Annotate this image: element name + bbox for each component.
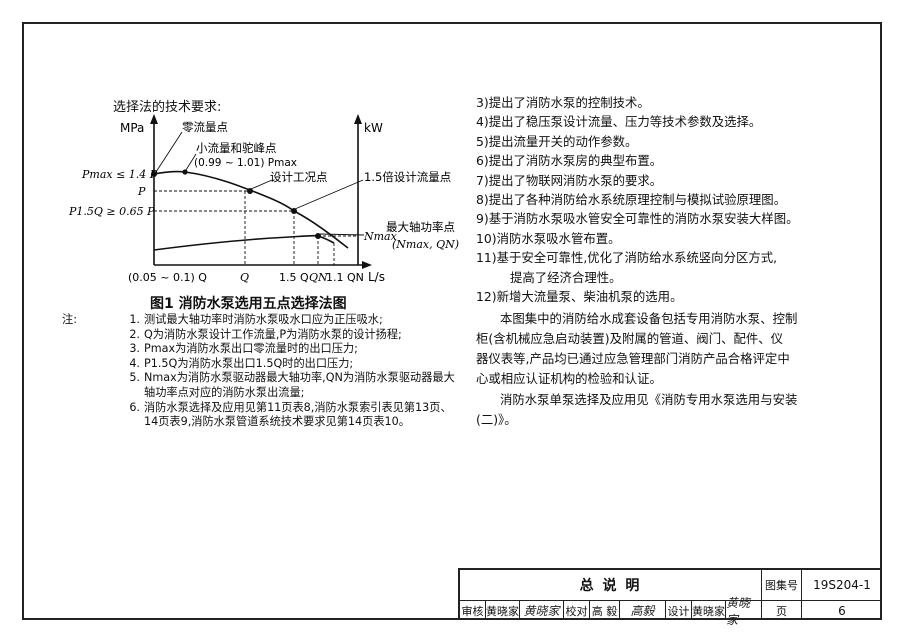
- note-number: 2.: [129, 327, 140, 341]
- review-label: 审核: [460, 601, 486, 620]
- note-number: 4.: [129, 356, 140, 370]
- note-line: 14页表9,消防水泵管道系统技术要求见第14页表10。: [144, 415, 410, 429]
- small-flow-point: [182, 169, 188, 175]
- drawing-frame: [22, 22, 882, 620]
- requirements-title: 选择法的技术要求:: [113, 100, 222, 115]
- note-number: 3.: [129, 342, 140, 356]
- note-3: 3. Pmax为消防水泵出口零流量时的出口压力;: [62, 342, 462, 357]
- note-5: 5. Nmax为消防水泵驱动器最大轴功率,QN为消防水泵驱动器最大 轴功率点对应…: [62, 371, 462, 400]
- paragraph-reference: 消防水泵单泵选择及应用见《消防专用水泵选用与安装 (二)》。: [476, 390, 797, 430]
- list-item: 7)提出了物联网消防水泵的要求。: [476, 172, 663, 188]
- note-2: 2. Q为消防水泵设计工作流量,P为消防水泵的设计扬程;: [62, 328, 462, 343]
- title-block: 总 说 明 图集号 19S204-1 审核 黄晓家 黄晓家 校对 高 毅 高毅 …: [458, 568, 882, 627]
- list-item: 10)消防水泵吸水管布置。: [476, 230, 621, 246]
- design-label: 设计: [666, 601, 692, 620]
- notes-label: 注:: [62, 313, 77, 326]
- y-axis-right-arrow-icon: [354, 114, 362, 124]
- list-item: 11)基于安全可靠性,优化了消防给水系统竖向分区方式,: [476, 250, 778, 266]
- list-item: 12)新增大流量泵、柴油机泵的选用。: [476, 288, 683, 304]
- max-shaft-point: [315, 233, 321, 239]
- note-6: 6. 消防水泵选择及应用见第11页表8,消防水泵索引表见第13页、 14页表9,…: [62, 401, 462, 430]
- list-item: 提高了经济合理性。: [510, 269, 622, 285]
- reviewer-signature: 黄晓家: [520, 601, 564, 620]
- x-axis-arrow-icon: [362, 261, 372, 269]
- annotation-small-flow-1: 小流量和驼峰点: [196, 141, 277, 155]
- list-item: 3)提出了消防水泵的控制技术。: [476, 95, 650, 110]
- leader-small-flow: [185, 153, 197, 171]
- note-number: 1.: [129, 313, 140, 326]
- paragraph-line: (二)》。: [476, 412, 517, 427]
- page-number: 6: [838, 603, 846, 618]
- page-label: 页: [762, 601, 802, 620]
- design-point: [247, 188, 253, 194]
- note-line: P1.5Q为消防水泵出口1.5Q时的出口压力;: [144, 356, 354, 370]
- x-tick-11qn: 1.1 QN: [326, 271, 364, 284]
- note-line: 测试最大轴功率时消防水泵吸水口应为正压吸水;: [144, 313, 383, 326]
- annotation-nmax: Nmax: [363, 230, 398, 243]
- label-p15: P1.5Q ≥ 0.65 P: [68, 205, 155, 218]
- y-axis-left-arrow-icon: [150, 114, 158, 124]
- paragraph-line: 本图集中的消防给水成套设备包括专用消防水泵、控制: [500, 311, 798, 326]
- note-1: 注: 1. 测试最大轴功率时消防水泵吸水口应为正压吸水;: [62, 313, 462, 328]
- x-tick-005q: (0.05 ~ 0.1) Q: [128, 271, 207, 284]
- note-line: Q为消防水泵设计工作流量,P为消防水泵的设计扬程;: [144, 327, 402, 341]
- paragraph-line: 消防水泵单泵选择及应用见《消防专用水泵选用与安装: [500, 392, 798, 407]
- annotation-zero-flow: 零流量点: [182, 120, 228, 134]
- list-item: 8)提出了各种消防给水系统原理控制与模拟试验原理图。: [476, 191, 787, 207]
- paragraph-line: 柜(含机械应急启动装置)及附属的管道、阀门、配件、仪: [476, 331, 784, 346]
- annotation-small-flow-2: (0.99 ~ 1.01) Pmax: [194, 157, 297, 169]
- checker-name: 高 毅: [590, 601, 620, 620]
- x-unit: L/s: [368, 270, 385, 284]
- note-line: 消防水泵选择及应用见第11页表8,消防水泵索引表见第13页、: [144, 400, 452, 414]
- list-item: 6)提出了消防水泵房的典型布置。: [476, 153, 663, 169]
- one-point-five-point: [291, 208, 297, 214]
- label-p: P: [137, 185, 146, 198]
- designer-signature: 黄晓家: [726, 596, 762, 627]
- notes: 注: 1. 测试最大轴功率时消防水泵吸水口应为正压吸水; 2. Q为消防水泵设计…: [62, 313, 462, 430]
- note-number: 6.: [129, 400, 140, 414]
- title-cell: 总 说 明: [460, 570, 762, 600]
- figure-caption: 图1 消防水泵选用五点选择法图: [150, 296, 347, 312]
- label-pmax: Pmax ≤ 1.4 P: [81, 168, 158, 181]
- list-item: 5)提出流量开关的动作参数。: [476, 133, 638, 149]
- reviewer-name: 黄晓家: [486, 601, 520, 620]
- x-tick-q: Q: [240, 271, 249, 284]
- list-item: 9)基于消防水泵吸水管安全可靠性的消防水泵安装大样图。: [476, 211, 799, 227]
- note-line: Pmax为消防水泵出口零流量时的出口压力;: [144, 342, 358, 356]
- zero-flow-point: [151, 171, 157, 177]
- x-tick-15q: 1.5 Q: [279, 271, 309, 284]
- note-4: 4. P1.5Q为消防水泵出口1.5Q时的出口压力;: [62, 357, 462, 372]
- note-number: 5.: [129, 371, 140, 385]
- atlas-label: 图集号: [762, 570, 802, 600]
- checker-signature: 高毅: [620, 601, 666, 620]
- annotation-max-shaft-2: (Nmax, QN): [392, 238, 459, 251]
- paragraph-equipment: 本图集中的消防给水成套设备包括专用消防水泵、控制 柜(含机械应急启动装置)及附属…: [476, 309, 797, 389]
- head-curve: [153, 170, 349, 249]
- power-curve: [153, 234, 335, 251]
- y-left-unit: MPa: [120, 121, 144, 135]
- list-item: 4)提出了稳压泵设计流量、压力等技术参数及选择。: [476, 114, 762, 130]
- paragraph-line: 心或相应认证机构的检验和认证。: [476, 371, 662, 386]
- y-right-unit: kW: [364, 121, 383, 135]
- atlas-number: 19S204-1: [813, 578, 871, 592]
- check-label: 校对: [564, 601, 590, 620]
- leader-zero-flow: [155, 131, 183, 173]
- leader-max-shaft: [319, 233, 365, 236]
- leader-one-point-five: [294, 179, 364, 210]
- note-line: 轴功率点对应的消防水泵出流量;: [144, 385, 305, 399]
- designer-name: 黄晓家: [692, 601, 726, 620]
- annotation-design: 设计工况点: [270, 170, 328, 184]
- annotation-max-shaft-1: 最大轴功率点: [386, 220, 455, 234]
- annotation-one-point-five: 1.5倍设计流量点: [364, 170, 451, 184]
- leader-design: [250, 179, 273, 190]
- paragraph-line: 器仪表等,产品均已通过应急管理部门消防产品合格评定中: [476, 351, 790, 366]
- x-tick-qn: QN: [309, 271, 328, 284]
- requirements-list: 3)提出了消防水泵的控制技术。 4)提出了稳压泵设计流量、压力等技术参数及选择。…: [476, 93, 876, 306]
- note-line: Nmax为消防水泵驱动器最大轴功率,QN为消防水泵驱动器最大: [144, 371, 455, 385]
